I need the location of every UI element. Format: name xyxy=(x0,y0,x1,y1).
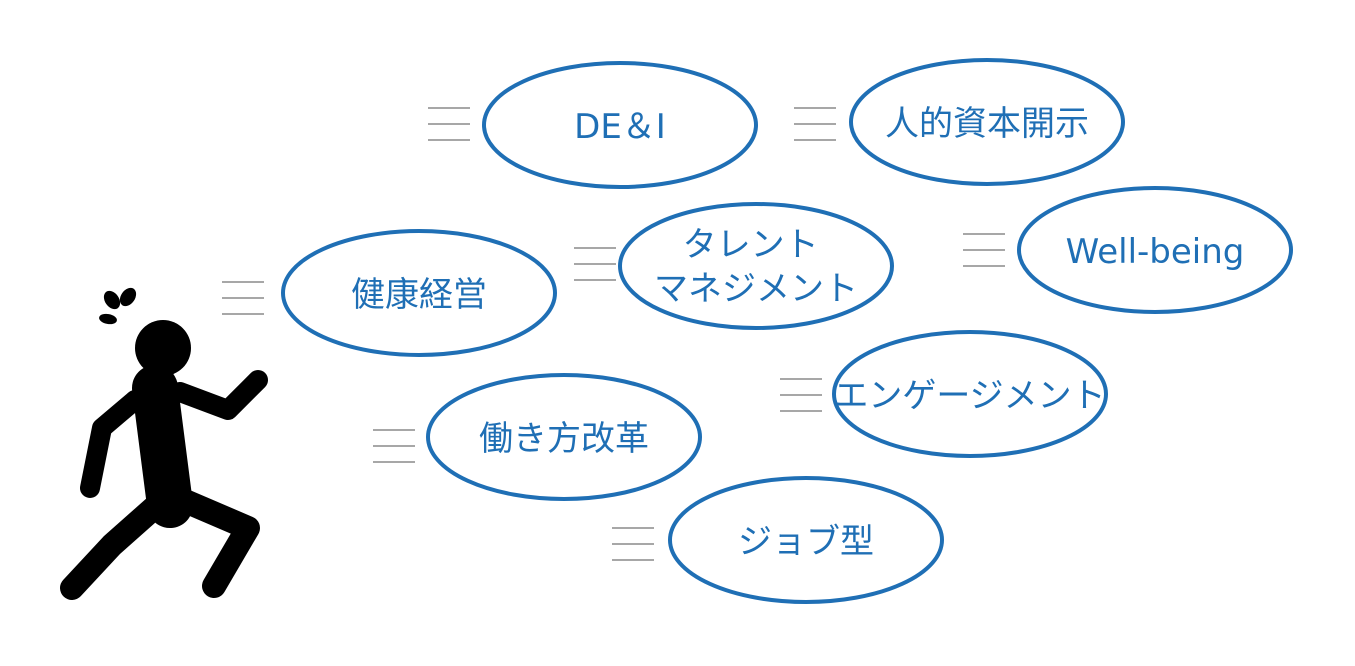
bubble-label: エンゲージメント xyxy=(834,376,1105,416)
speed-lines xyxy=(428,107,470,141)
bubble-engagement: エンゲージメント xyxy=(780,330,1108,458)
speed-lines xyxy=(612,527,654,561)
running-person-icon xyxy=(60,320,268,600)
bubble-ellipse xyxy=(618,202,894,330)
bubble-ellipse xyxy=(849,58,1125,186)
bubble-job: ジョブ型 xyxy=(612,476,944,604)
bubble-label: Well-being xyxy=(1066,232,1245,272)
bubble-ellipse xyxy=(281,229,557,357)
bubble-label: 健康経営 xyxy=(351,275,487,315)
sweat-drops-icon xyxy=(99,287,137,325)
speed-lines xyxy=(574,247,616,281)
bubble-human-capital: 人的資本開示 xyxy=(794,58,1125,186)
bubble-wellbeing: Well-being xyxy=(963,186,1293,314)
bubble-ellipse xyxy=(1017,186,1293,314)
bubble-dei: DE＆I xyxy=(428,61,758,189)
bubble-ellipse xyxy=(668,476,944,604)
bubble-ellipse xyxy=(482,61,758,189)
bubble-label: タレント マネジメント xyxy=(654,225,858,309)
bubble-label: DE＆I xyxy=(574,107,666,147)
speed-lines xyxy=(794,107,836,141)
bubble-talent: タレント マネジメント xyxy=(574,202,894,330)
bubble-workstyle: 働き方改革 xyxy=(373,373,702,501)
speed-lines xyxy=(222,281,264,315)
bubble-label: 働き方改革 xyxy=(479,419,649,459)
bubble-label: 人的資本開示 xyxy=(885,104,1089,144)
bubble-ellipse xyxy=(832,330,1108,458)
speed-lines xyxy=(780,378,822,412)
bubble-health: 健康経営 xyxy=(222,229,557,357)
bubble-ellipse xyxy=(426,373,702,501)
bubble-label: ジョブ型 xyxy=(738,522,874,562)
speed-lines xyxy=(963,233,1005,267)
speed-lines xyxy=(373,429,415,463)
